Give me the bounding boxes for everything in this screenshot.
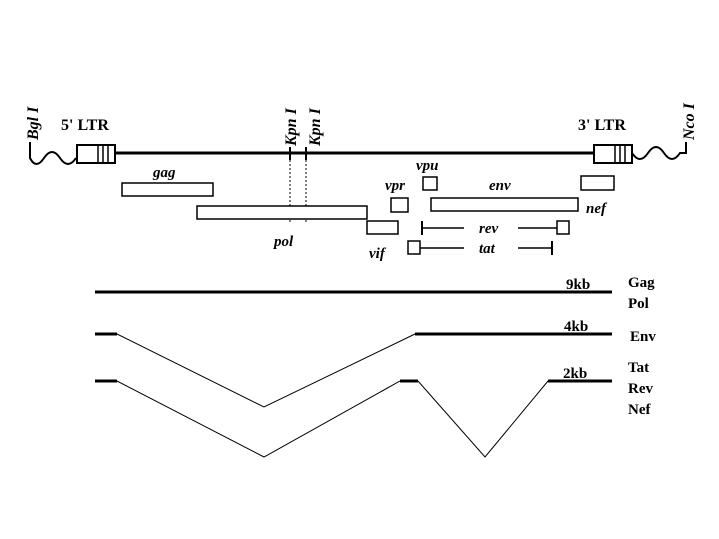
- right-flank-wave: [631, 142, 687, 160]
- gene-env-box: [430, 197, 579, 212]
- gene-vif-label: vif: [369, 246, 387, 262]
- transcript-9kb-product-pol: Pol: [628, 296, 649, 312]
- gene-tat-label: tat: [479, 241, 496, 257]
- transcript-9kb-size: 9kb: [566, 277, 590, 293]
- gene-nef-label: nef: [586, 201, 608, 217]
- ltr-5-label: 5' LTR: [61, 117, 109, 134]
- gene-vpu-label: vpu: [416, 158, 439, 174]
- transcript-2kb-product-tat: Tat: [628, 360, 649, 376]
- gene-pol-label: pol: [272, 234, 294, 250]
- gene-vpr-box: [390, 197, 409, 213]
- transcript-2kb-marks: [95, 379, 612, 458]
- site-nco-label: Nco I: [681, 102, 698, 141]
- site-kpn-a-label: Kpn I: [283, 107, 300, 147]
- gene-rev-marks: [421, 220, 570, 235]
- gene-pol-box: [196, 205, 368, 220]
- gene-gag-box: [121, 182, 214, 197]
- gene-vif-box: [366, 220, 399, 235]
- gene-tat-marks: [407, 240, 553, 255]
- transcript-9kb-product-gag: Gag: [628, 275, 655, 291]
- transcript-2kb-product-nef: Nef: [628, 402, 651, 418]
- transcript-2kb-product-rev: Rev: [628, 381, 653, 397]
- left-flank-wave: [29, 142, 77, 165]
- gene-vpu-box: [422, 176, 438, 191]
- transcript-4kb-size: 4kb: [564, 319, 588, 335]
- transcript-2kb-size: 2kb: [563, 366, 587, 382]
- ltr-5-box: [76, 144, 116, 164]
- site-bgl-label: Bgl I: [25, 106, 42, 141]
- gene-rev-label: rev: [479, 221, 498, 237]
- ltr-3-box: [593, 144, 633, 164]
- ltr-3-label: 3' LTR: [578, 117, 626, 134]
- transcript-4kb-product-env: Env: [630, 329, 656, 345]
- site-kpn-b-label: Kpn I: [307, 107, 324, 147]
- gene-gag-label: gag: [152, 165, 176, 181]
- gene-nef-box: [580, 175, 615, 191]
- transcript-4kb-marks: [95, 332, 612, 408]
- gene-env-label: env: [489, 178, 511, 194]
- gene-vpr-label: vpr: [385, 178, 405, 194]
